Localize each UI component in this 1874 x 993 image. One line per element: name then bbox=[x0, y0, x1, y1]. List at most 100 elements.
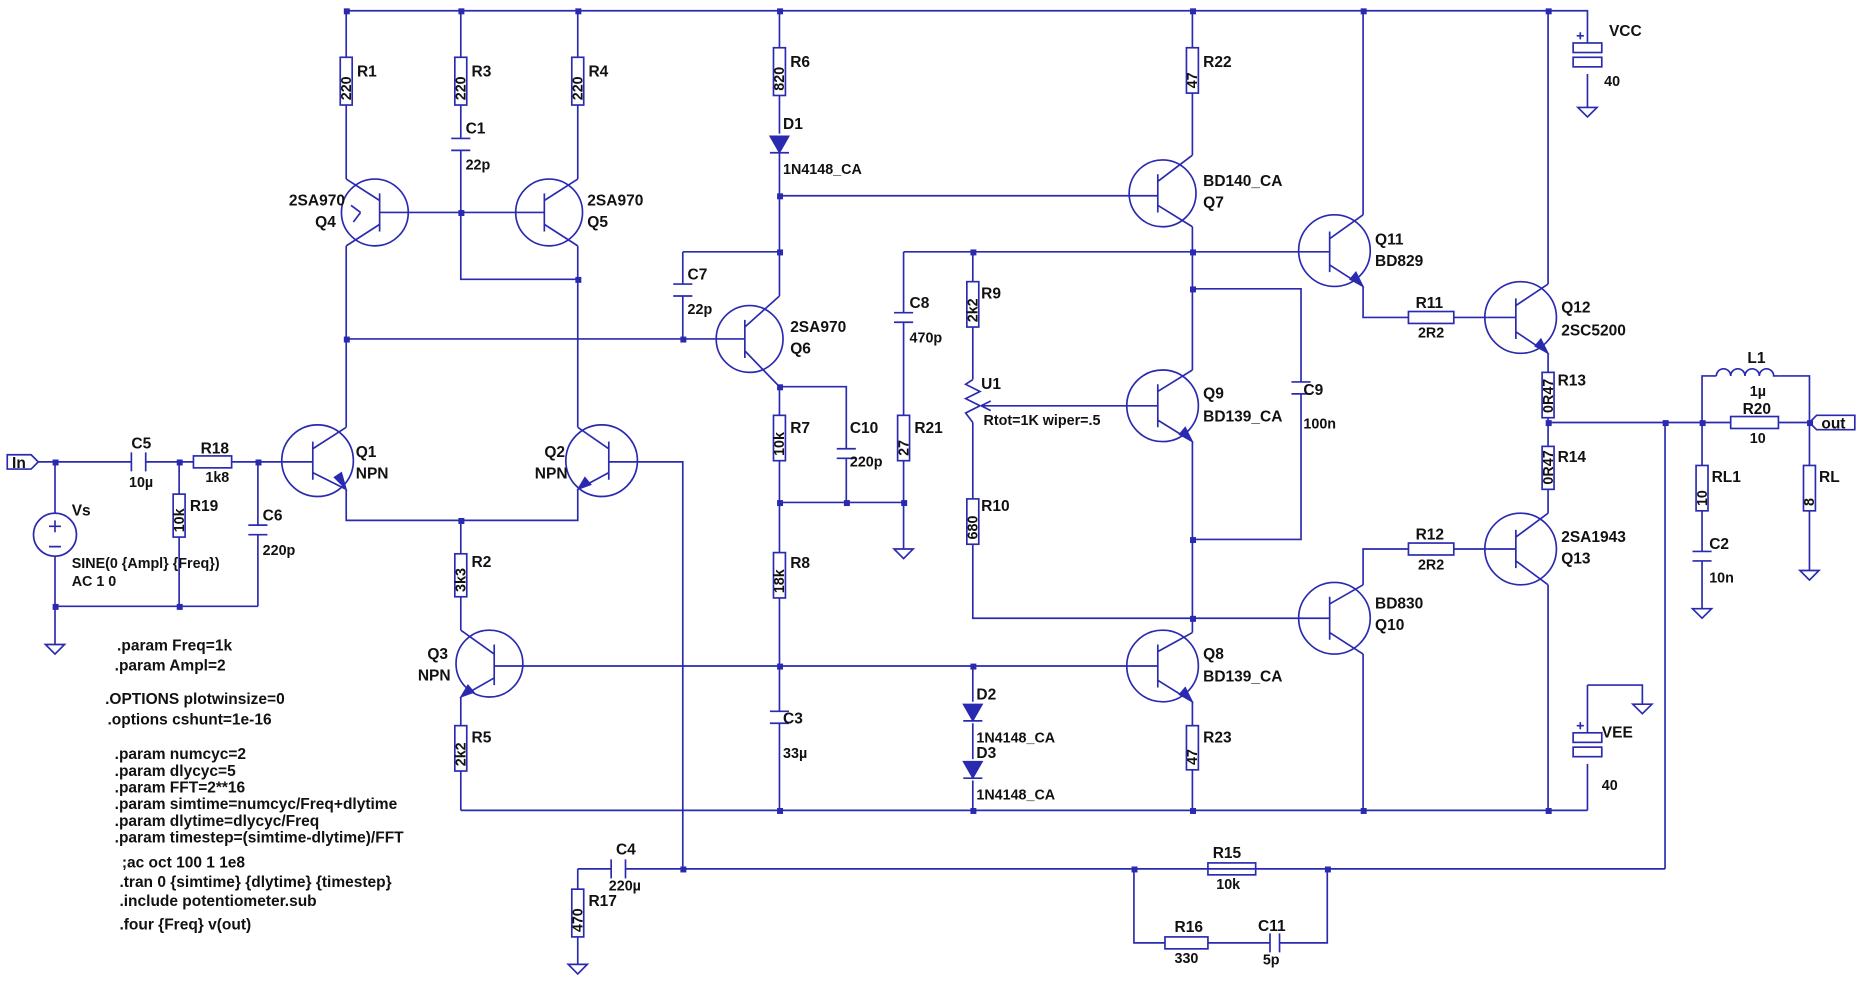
resistor-r22[interactable]: R22 47 bbox=[1185, 46, 1232, 94]
directive-line: .options cshunt=1e-16 bbox=[108, 711, 272, 728]
capacitor-c2[interactable]: C2 10n bbox=[1692, 536, 1734, 586]
resistor-ref: R23 bbox=[1203, 729, 1232, 746]
resistor-ref: R8 bbox=[790, 555, 810, 572]
diode-ref: D3 bbox=[976, 745, 996, 762]
resistor-r6[interactable]: R6 820 bbox=[772, 46, 810, 97]
inductor-l1[interactable]: L1 1µ bbox=[1715, 350, 1781, 400]
capacitor-value: 5p bbox=[1263, 952, 1280, 968]
resistor-ref: R16 bbox=[1175, 919, 1204, 936]
diode-d2[interactable]: D2 1N4148_CA bbox=[962, 686, 1055, 746]
resistor-rl1[interactable]: RL1 10 bbox=[1695, 464, 1741, 512]
resistor-r15[interactable]: R15 10k bbox=[1207, 845, 1257, 893]
capacitor-c3[interactable]: C3 33µ bbox=[769, 710, 807, 762]
supply-value: 40 bbox=[1604, 74, 1620, 90]
resistor-ref: R3 bbox=[472, 63, 492, 80]
transistor-ref: Q2 bbox=[544, 444, 565, 461]
transistor-q3[interactable]: Q3 NPN bbox=[418, 629, 524, 699]
resistor-r9[interactable]: R9 2k2 bbox=[966, 280, 1002, 328]
directive-line: .param Freq=1k bbox=[117, 637, 232, 654]
resistor-r16[interactable]: R16 330 bbox=[1164, 919, 1209, 967]
capacitor-value: 33µ bbox=[783, 746, 807, 762]
resistor-value: 10k bbox=[1216, 877, 1240, 893]
capacitor-c9[interactable]: C9 100n bbox=[1291, 381, 1336, 433]
resistor-r18[interactable]: R18 1k8 bbox=[192, 441, 233, 487]
transistor-q9[interactable]: Q9 BD139_CA bbox=[1125, 369, 1283, 444]
resistor-r20[interactable]: R20 10 bbox=[1729, 401, 1780, 447]
potentiometer-ref: U1 bbox=[981, 376, 1001, 393]
port-out[interactable]: out bbox=[1808, 414, 1856, 432]
resistor-r1[interactable]: R1 220 bbox=[339, 56, 377, 106]
transistor-q10[interactable]: BD830 Q10 bbox=[1297, 581, 1424, 655]
resistor-r19[interactable]: R19 10k bbox=[172, 493, 219, 538]
resistor-ref: R7 bbox=[790, 420, 810, 437]
diode-d1[interactable]: D1 1N4148_CA bbox=[768, 116, 862, 178]
directive-line: .param timestep=(simtime-dlytime)/FFT bbox=[115, 830, 404, 847]
resistor-r3[interactable]: R3 220 bbox=[454, 56, 492, 106]
capacitor-ref: C4 bbox=[616, 842, 636, 859]
transistor-q6[interactable]: 2SA970 Q6 bbox=[715, 295, 846, 388]
resistor-ref: R10 bbox=[981, 498, 1009, 515]
transistor-ref: Q12 bbox=[1561, 300, 1590, 317]
capacitor-c4[interactable]: C4 220µ bbox=[609, 842, 641, 895]
resistor-value: 10 bbox=[1695, 490, 1711, 506]
resistor-ref: R6 bbox=[790, 54, 810, 71]
capacitors: C1 22p C7 22p C8 470p C9 100n C10 220p C… bbox=[129, 121, 1734, 969]
transistor-ref: Q1 bbox=[356, 444, 377, 461]
transistor-ref: Q13 bbox=[1561, 550, 1591, 567]
resistor-ref: R15 bbox=[1213, 845, 1242, 862]
transistor-q13[interactable]: 2SA1943 Q13 bbox=[1483, 512, 1626, 586]
capacitor-c5[interactable]: C5 10µ bbox=[129, 436, 153, 491]
port-in[interactable]: In bbox=[6, 453, 40, 472]
ground-icon bbox=[892, 548, 916, 560]
diode-d3[interactable]: D3 1N4148_CA bbox=[962, 745, 1055, 804]
resistor-value: 0R47 bbox=[1541, 379, 1557, 413]
capacitor-c6[interactable]: C6 220p bbox=[248, 507, 296, 559]
capacitor-c7[interactable]: C7 22p bbox=[673, 266, 712, 318]
transistor-q12[interactable]: Q12 2SC5200 bbox=[1483, 280, 1626, 355]
resistor-r17[interactable]: R17 470 bbox=[571, 888, 617, 938]
resistor-r5[interactable]: R5 2k2 bbox=[454, 724, 492, 772]
resistor-r2[interactable]: R2 3k3 bbox=[454, 552, 492, 598]
resistor-r7[interactable]: R7 10k bbox=[772, 414, 810, 462]
capacitor-ref: C9 bbox=[1303, 382, 1323, 399]
potentiometer-u1[interactable]: U1 Rtot=1K wiper=.5 bbox=[963, 376, 1101, 429]
directive-line: .param FFT=2**16 bbox=[115, 779, 246, 796]
directive-line: .OPTIONS plotwinsize=0 bbox=[105, 691, 285, 708]
directive-line: .param dlytime=dlycyc/Freq bbox=[115, 813, 320, 830]
supply-vcc[interactable]: VCC 40 bbox=[1572, 23, 1642, 90]
resistor-r14[interactable]: R14 0R47 bbox=[1541, 445, 1587, 491]
transistor-q1[interactable]: Q1 NPN bbox=[280, 424, 389, 498]
resistor-r10[interactable]: R10 680 bbox=[966, 498, 1010, 546]
supply-vee[interactable]: VEE 40 bbox=[1572, 722, 1633, 794]
capacitor-ref: C11 bbox=[1258, 918, 1286, 935]
transistor-q2[interactable]: Q2 NPN bbox=[535, 424, 639, 498]
resistor-ref: R22 bbox=[1203, 54, 1231, 71]
resistor-r13[interactable]: R13 0R47 bbox=[1541, 371, 1587, 419]
resistor-r11[interactable]: R11 2R2 bbox=[1407, 295, 1455, 342]
source-ac-spec: AC 1 0 bbox=[72, 574, 117, 590]
resistor-r4[interactable]: R4 220 bbox=[571, 56, 609, 106]
port-label: out bbox=[1821, 415, 1845, 432]
capacitor-value: 220p bbox=[263, 543, 296, 559]
directive-line: .include potentiometer.sub bbox=[119, 893, 316, 910]
capacitor-c10[interactable]: C10 220p bbox=[836, 420, 883, 471]
resistor-r23[interactable]: R23 47 bbox=[1185, 724, 1232, 771]
transistor-value: 2SA1943 bbox=[1561, 529, 1626, 546]
transistor-q5[interactable]: 2SA970 Q5 bbox=[514, 178, 644, 247]
resistor-value: 47 bbox=[1185, 72, 1201, 88]
transistor-q11[interactable]: Q11 BD829 bbox=[1297, 213, 1424, 288]
transistor-q7[interactable]: BD140_CA Q7 bbox=[1128, 154, 1282, 228]
capacitor-c11[interactable]: C11 5p bbox=[1258, 918, 1286, 968]
resistor-ref: R12 bbox=[1416, 526, 1444, 543]
resistor-r21[interactable]: R21 27 bbox=[896, 414, 943, 462]
resistor-rl[interactable]: RL 8 bbox=[1802, 464, 1840, 512]
resistor-r12[interactable]: R12 2R2 bbox=[1407, 526, 1455, 573]
capacitor-c1[interactable]: C1 22p bbox=[451, 121, 490, 174]
resistor-r8[interactable]: R8 18k bbox=[772, 551, 810, 599]
transistor-ref: Q9 bbox=[1203, 386, 1224, 403]
capacitor-c8[interactable]: C8 470p bbox=[894, 295, 942, 347]
transistor-q8[interactable]: Q8 BD139_CA bbox=[1125, 629, 1283, 704]
voltage-source-vs[interactable]: Vs SINE(0 {Ampl} {Freq}) AC 1 0 bbox=[32, 503, 220, 590]
transistor-q4[interactable]: 2SA970 Q4 bbox=[289, 178, 410, 247]
